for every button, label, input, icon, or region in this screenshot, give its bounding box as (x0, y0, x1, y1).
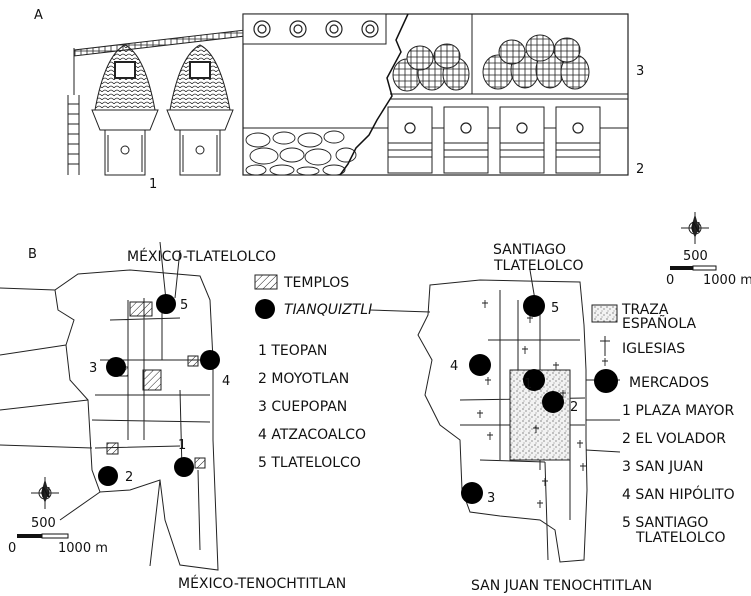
mercado-marker (461, 482, 483, 504)
tianquiztli-marker (106, 357, 126, 377)
mercado-marker (523, 369, 545, 391)
left-scale-end: 1000 m (58, 541, 108, 556)
right-scale-start: 0 (666, 273, 674, 288)
legend-traza-swatch (591, 304, 618, 323)
left-scale-bar (17, 533, 69, 539)
left-item-3: 3 CUEPOPAN (258, 399, 347, 415)
left-item-2: 2 MOYOTLAN (258, 371, 349, 387)
right-item-5: 5 SANTIAGO (622, 515, 708, 531)
panel-a-label-2: 2 (636, 162, 644, 177)
right-title-top-1: SANTIAGO (493, 242, 566, 258)
left-marker-1: 1 (178, 438, 186, 453)
mercado-marker (542, 391, 564, 413)
left-item-5: 5 TLATELOLCO (258, 455, 361, 471)
left-scale-mid: 500 (31, 516, 56, 531)
right-title-bottom: SAN JUAN TENOCHTITLAN (471, 578, 652, 594)
right-scale-end: 1000 m (703, 273, 751, 288)
temple-marker (187, 355, 199, 367)
right-marker-5: 5 (551, 301, 559, 316)
north-arrow-label: N (41, 486, 51, 501)
panel-b-letter: B (28, 247, 37, 262)
left-marker-4: 4 (222, 374, 230, 389)
right-legend-traza-1: TRAZA (621, 302, 669, 318)
temple-marker (106, 442, 119, 455)
temple-marker (142, 369, 162, 391)
left-marker-5: 5 (180, 298, 188, 313)
right-scale-bar (670, 265, 717, 271)
left-legend-tianquiztli: TIANQUIZTLI (284, 302, 372, 318)
left-title-top: MÉXICO-TLATELOLCO (127, 248, 276, 265)
temple-marker (194, 457, 206, 469)
north-arrow-icon: N (681, 212, 709, 244)
right-item-3: 3 SAN JUAN (622, 459, 703, 475)
legend-mercados-swatch (594, 369, 618, 393)
right-marker-2: 2 (570, 400, 578, 415)
right-legend-iglesias: IGLESIAS (622, 341, 685, 357)
tianquiztli-marker (156, 294, 176, 314)
right-marker-3: 3 (487, 491, 495, 506)
panel-a-label-1: 1 (149, 177, 157, 192)
north-arrow-icon: N (31, 477, 59, 509)
right-marker-4: 4 (450, 359, 458, 374)
temple-marker (129, 301, 153, 317)
left-marker-2: 2 (125, 470, 133, 485)
panel-a-letter: A (34, 8, 43, 23)
right-item-1: 1 PLAZA MAYOR (622, 403, 734, 419)
left-title-bottom: MÉXICO-TENOCHTITLAN (178, 575, 346, 592)
left-scale-start: 0 (8, 541, 16, 556)
legend-tianquiztli-swatch (255, 299, 275, 319)
granary-illustration (67, 13, 629, 176)
tianquiztli-marker (98, 466, 118, 486)
right-map-outline (369, 269, 621, 563)
tianquiztli-marker (200, 350, 220, 370)
right-item-5-cont: TLATELOLCO (635, 530, 725, 546)
mercado-marker (469, 354, 491, 376)
left-item-4: 4 ATZACOALCO (258, 427, 366, 443)
panel-a-label-3: 3 (636, 64, 644, 79)
tianquiztli-marker (174, 457, 194, 477)
right-legend-mercados: MERCADOS (629, 375, 709, 391)
legend-templos-swatch (254, 274, 278, 290)
legend-iglesias-icon (600, 336, 610, 356)
left-marker-3: 3 (89, 361, 97, 376)
left-item-1: 1 TEOPAN (258, 343, 327, 359)
right-scale-mid: 500 (683, 249, 708, 264)
right-marker-1: 1 (524, 377, 532, 392)
left-map-outline (0, 241, 219, 571)
north-arrow-label: N (691, 221, 701, 236)
mercado-marker (523, 295, 545, 317)
left-legend-templos: TEMPLOS (283, 275, 349, 291)
right-title-top-2: TLATELOLCO (493, 258, 583, 274)
right-legend-traza-2: ESPAÑOLA (622, 315, 696, 332)
right-item-2: 2 EL VOLADOR (622, 431, 726, 447)
right-item-4: 4 SAN HIPÓLITO (622, 485, 735, 503)
